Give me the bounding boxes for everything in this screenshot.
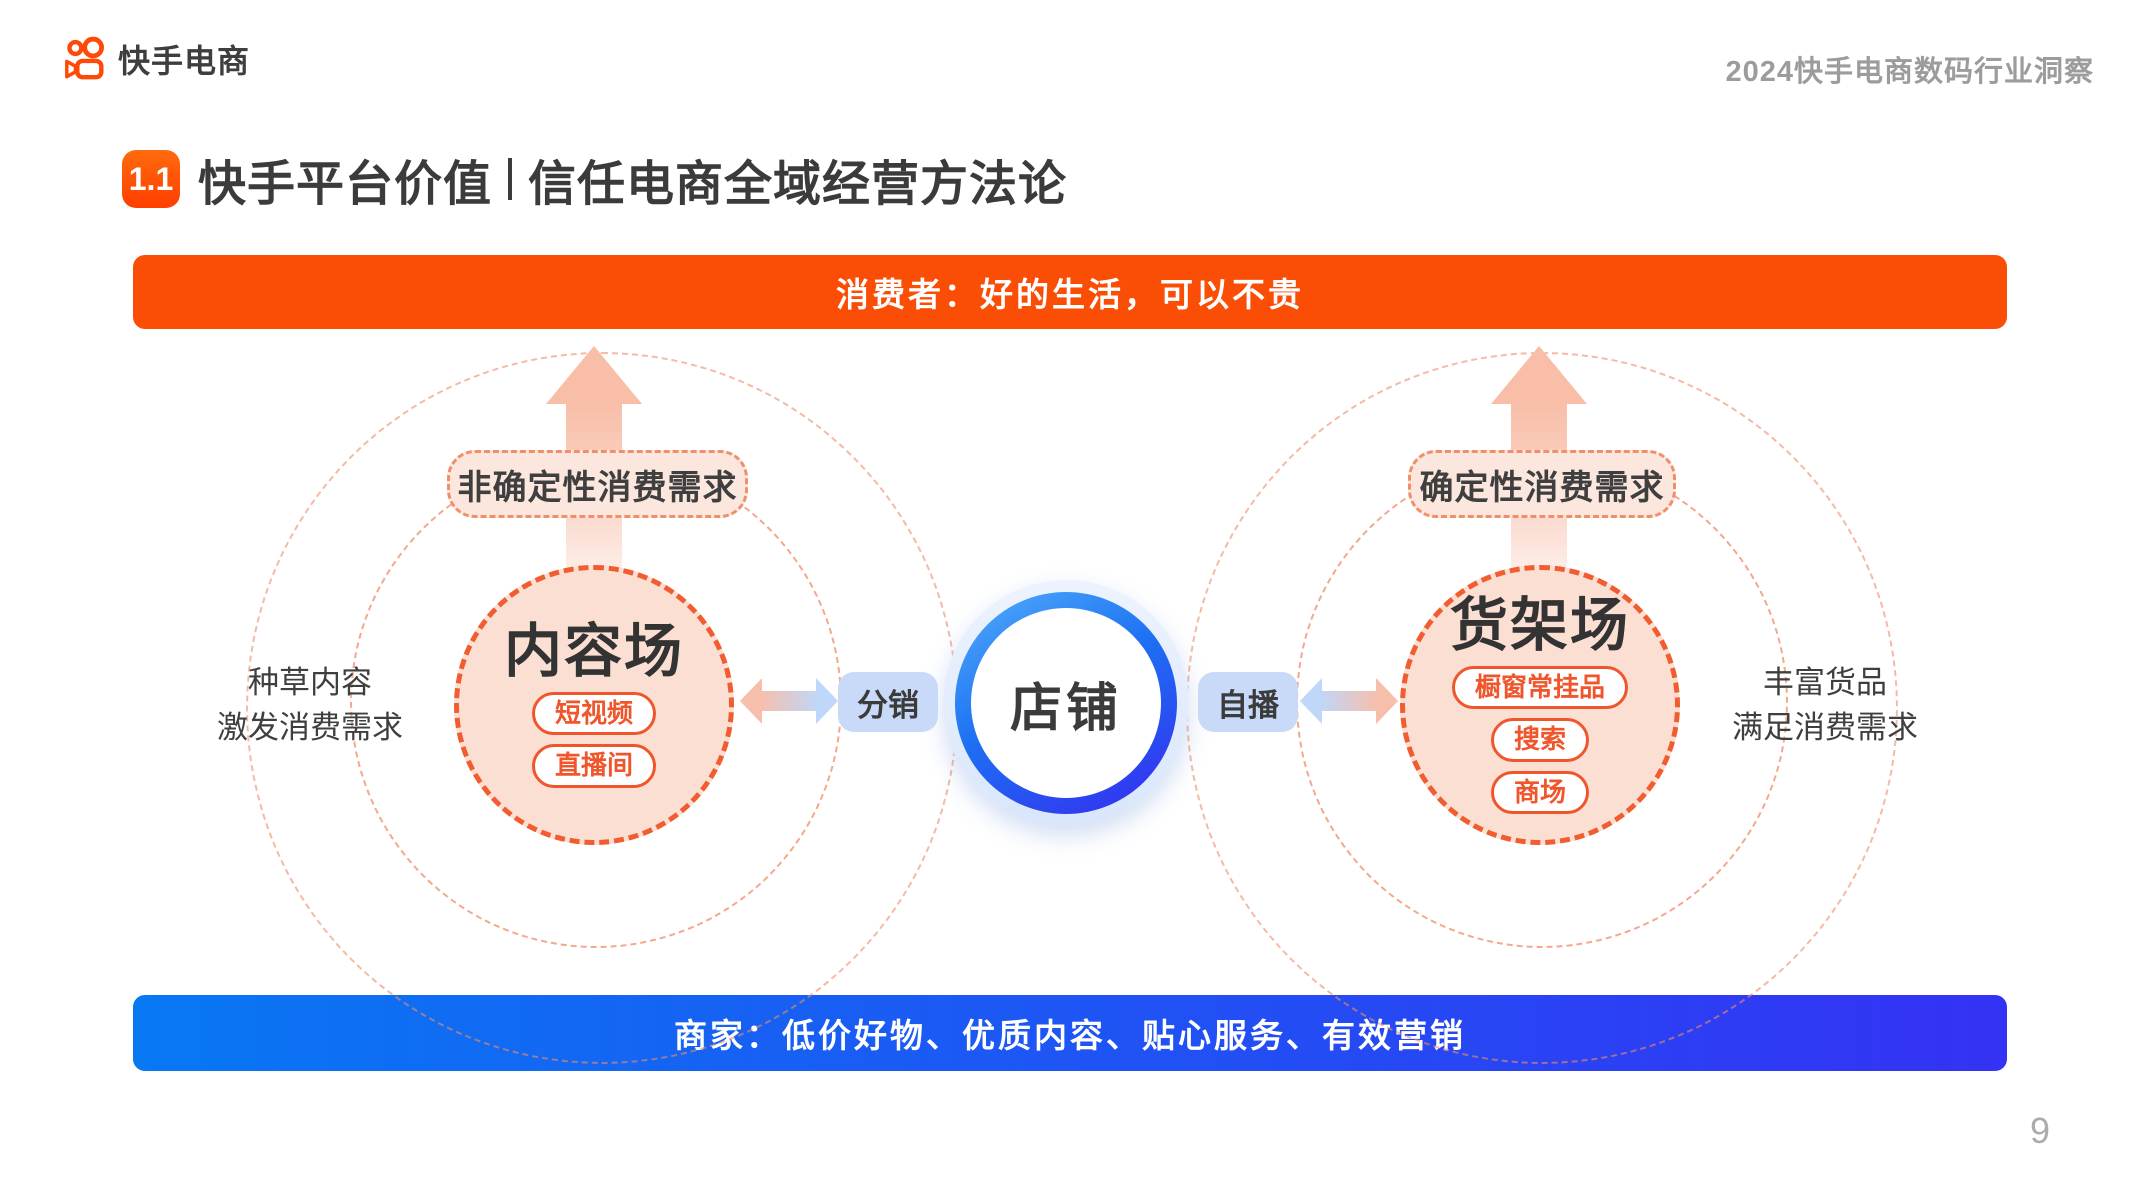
- right-side-note-line2: 满足消费需求: [1732, 710, 1918, 745]
- page-number: 9: [2030, 1110, 2051, 1151]
- shelf-field-title: 货架场: [1449, 593, 1630, 659]
- brand-header: 快手电商: [62, 36, 250, 82]
- consumer-banner: 消费者：好的生活，可以不贵: [133, 255, 2007, 329]
- distribution-pill: 分销: [838, 672, 938, 732]
- right-arrowhead-icon: [1376, 678, 1398, 724]
- left-arrowhead-icon: [1300, 678, 1322, 724]
- report-title: 2024快手电商数码行业洞察: [1725, 56, 2094, 88]
- page-title-part1: 快手平台价值: [198, 158, 493, 211]
- left-arrow-shaft: [760, 691, 818, 711]
- page-title-part2: 信任电商全域经营方法论: [528, 158, 1068, 211]
- section-number-badge: 1.1: [122, 150, 180, 208]
- left-side-note: 种草内容 激发消费需求: [185, 660, 435, 750]
- right-bidirectional-arrow-icon: [1300, 678, 1398, 724]
- right-arrow-shaft: [1320, 691, 1378, 711]
- page-title: 快手平台价值 信任电商全域经营方法论: [198, 144, 1067, 214]
- right-side-note: 丰富货品 满足消费需求: [1700, 660, 1950, 750]
- store-circle: 店铺: [971, 608, 1161, 798]
- left-up-arrow-icon: [546, 346, 642, 404]
- mall-pill: 商场: [1490, 770, 1589, 814]
- right-side-note-line1: 丰富货品: [1763, 665, 1887, 700]
- shelf-field-circle: 货架场 橱窗常挂品 搜索 商场: [1400, 565, 1680, 845]
- right-arrowhead-icon: [816, 678, 838, 724]
- right-up-arrow-icon: [1491, 346, 1587, 404]
- uncertain-demand-label: 非确定性消费需求: [447, 450, 748, 518]
- content-field-circle: 内容场 短视频 直播间: [454, 565, 734, 845]
- live-room-pill: 直播间: [531, 744, 656, 788]
- certain-demand-label: 确定性消费需求: [1408, 450, 1676, 518]
- left-arrowhead-icon: [740, 678, 762, 724]
- short-video-pill: 短视频: [531, 692, 656, 736]
- content-field-title: 内容场: [503, 619, 684, 685]
- kuaishou-logo-icon: [62, 36, 108, 82]
- showcase-pill: 橱窗常挂品: [1451, 666, 1628, 710]
- search-pill: 搜索: [1490, 718, 1589, 762]
- slide-title-row: 1.1 快手平台价值 信任电商全域经营方法论: [122, 144, 1067, 214]
- title-divider: [508, 158, 513, 200]
- self-broadcast-pill: 自播: [1198, 672, 1298, 732]
- left-bidirectional-arrow-icon: [740, 678, 838, 724]
- left-side-note-line2: 激发消费需求: [217, 710, 403, 745]
- left-side-note-line1: 种草内容: [248, 665, 372, 700]
- brand-name: 快手电商: [118, 43, 251, 79]
